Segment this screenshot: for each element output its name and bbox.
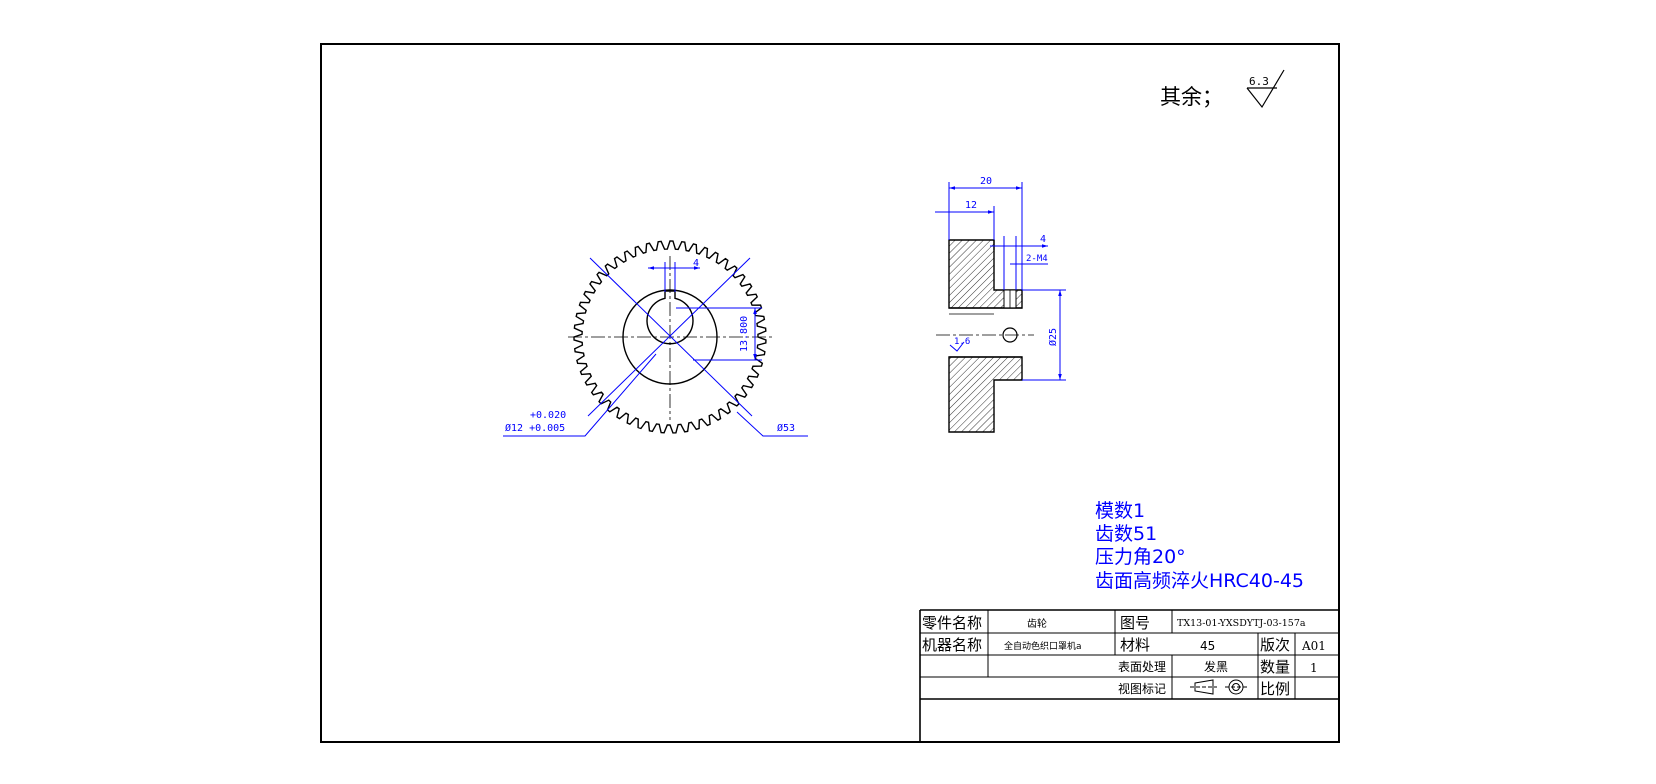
total-width-dim: 20 <box>980 176 992 187</box>
machine-name-value: 全自动色织口罩机a <box>1004 640 1082 652</box>
drawing-no-label: 图号 <box>1120 614 1150 632</box>
outer-dia-dim: Ø53 <box>777 422 795 434</box>
part-name-value: 齿轮 <box>1027 617 1047 630</box>
roughness-symbol-icon <box>1246 69 1285 109</box>
quantity-label: 数量 <box>1260 658 1290 676</box>
bore-dia-dim: Ø12 +0.005 <box>505 422 565 434</box>
keyway-depth-dim: 13.800 <box>739 316 750 352</box>
gear-side-section-view <box>935 182 1066 433</box>
drawing-no-value: TX13-01-YXSDYTJ-03-157a <box>1177 618 1306 629</box>
keyway-width-dim: 4 <box>693 258 699 269</box>
quantity-value: 1 <box>1310 661 1318 675</box>
bore-with-keyway <box>646 290 694 345</box>
spec-hardening: 齿面高频淬火HRC40-45 <box>1095 570 1304 592</box>
roughness-value: 6.3 <box>1249 75 1269 88</box>
chamfer-dim: 1.6 <box>954 337 970 347</box>
material-value: 45 <box>1200 639 1215 653</box>
first-angle-projection-icon <box>1190 679 1247 695</box>
view-mark-label: 视图标记 <box>1118 681 1166 696</box>
revision-label: 版次 <box>1260 636 1290 654</box>
surface-treatment-value: 发黑 <box>1204 659 1228 674</box>
surface-note-label: 其余； <box>1160 85 1223 109</box>
hub-width-dim: 12 <box>965 200 977 211</box>
tap-hole-dim: 2-M4 <box>1026 254 1048 264</box>
spec-module: 模数1 <box>1095 500 1145 522</box>
part-name-label: 零件名称 <box>922 614 982 632</box>
gear-front-view <box>503 240 808 437</box>
spec-teeth: 齿数51 <box>1095 523 1157 545</box>
revision-value: A01 <box>1301 639 1326 653</box>
material-label: 材料 <box>1120 636 1150 654</box>
slot-width-dim: 4 <box>1040 234 1046 245</box>
drawing-border <box>320 43 1340 743</box>
hub-dia-dim: Ø25 <box>1047 328 1059 346</box>
machine-name-label: 机器名称 <box>922 636 982 654</box>
surface-treatment-label: 表面处理 <box>1118 660 1166 674</box>
title-block <box>919 609 1339 742</box>
bore-tol-upper: +0.020 <box>530 410 566 421</box>
scale-label: 比例 <box>1260 680 1290 698</box>
spec-pressure-angle: 压力角20° <box>1095 546 1186 568</box>
